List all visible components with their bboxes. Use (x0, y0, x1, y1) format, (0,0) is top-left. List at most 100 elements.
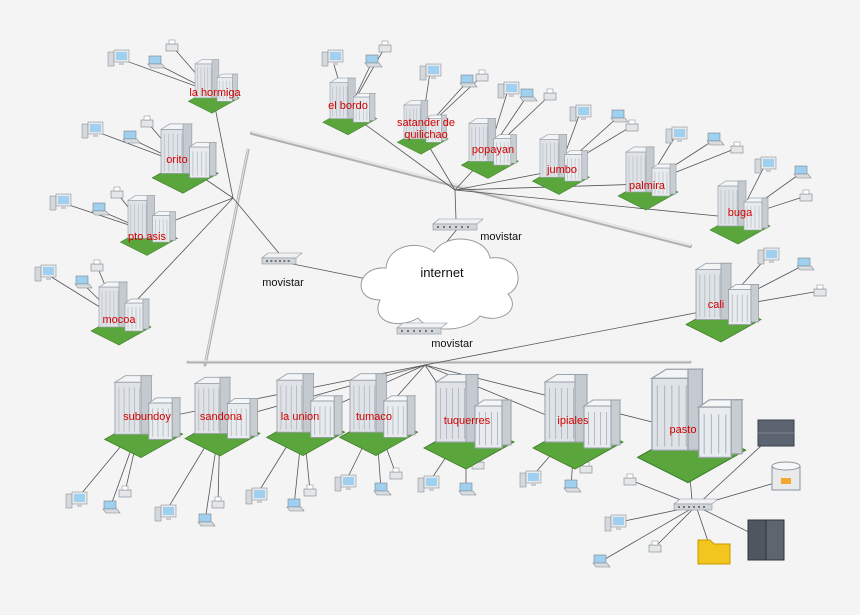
cali-building-icon-annex-side (750, 284, 759, 323)
popayan-computer-icon-screen (506, 84, 517, 92)
node-label-subundoy: subundoy (123, 411, 171, 423)
la-hormiga-printer-icon-paper (168, 39, 176, 45)
pasto-dc-phone-icon (623, 473, 637, 486)
ipiales-computer-icon-screen (528, 473, 539, 481)
jumbo-computer-icon-case (569, 106, 577, 122)
sandona-printer-icon (211, 496, 225, 509)
node-label-tuquerres: tuquerres (443, 415, 491, 427)
popayan-laptop-icon-screen (520, 88, 534, 98)
popayan-printer-icon-body (543, 92, 557, 101)
movistar-switch-south-port (419, 330, 421, 332)
node-label-cali: cali (707, 299, 725, 311)
satander-printer-icon (475, 69, 489, 82)
mocoa-printer-icon-paper (93, 259, 101, 265)
mocoa-computer-icon (34, 264, 57, 282)
la-union-printer-icon-paper (306, 484, 314, 490)
sandona-printer-icon-paper (214, 496, 222, 502)
pto-asis-laptop-icon-screen (92, 202, 106, 212)
tuquerres-building-icon-annex-side (501, 399, 512, 446)
cali-computer-icon-case (757, 249, 765, 265)
movistar-switch-west-port (283, 260, 286, 262)
cali-laptop-icon-screen (797, 257, 811, 267)
mocoa-printer-icon (90, 259, 104, 272)
cali-computer-icon-stand (769, 260, 774, 263)
pasto-dc-phone-icon-body (623, 477, 637, 486)
movistar-switch-north-port (461, 226, 463, 228)
ipiales-computer-icon (519, 470, 542, 488)
tumaco-computer-icon-case (334, 476, 342, 492)
el-bordo-computer-icon (321, 49, 344, 67)
satander-building-icon-annex-side (441, 114, 447, 141)
movistar-switch-south-port (413, 330, 415, 332)
el-bordo-computer-icon-case (321, 51, 329, 67)
la-union-computer-icon-screen (254, 490, 265, 498)
jumbo-laptop-icon-screen (611, 109, 625, 119)
popayan-printer-icon-paper (546, 88, 554, 94)
pto-asis-computer-icon (49, 193, 72, 211)
ipiales-laptop-icon-screen (564, 479, 578, 489)
movistar-switch-west-port (279, 260, 281, 262)
node-label-la-hormiga: la hormiga (189, 87, 241, 99)
pasto-dc-printer-icon (648, 540, 662, 553)
sandona-printer-icon-body (211, 500, 225, 509)
tumaco-computer-icon (334, 474, 357, 492)
popayan-building-icon-annex-side (510, 134, 517, 164)
link-cali-to-hub (424, 307, 722, 366)
cali-computer-icon (757, 247, 780, 265)
la-hormiga-building-icon (187, 59, 240, 114)
pasto-dc-printer-icon-paper (651, 540, 659, 546)
pasto-dc-switch-port (693, 506, 695, 508)
node-label-satander: satander de quilichao (396, 117, 456, 141)
cali-building-icon (685, 262, 762, 343)
orito-computer-icon (81, 121, 104, 139)
subundoy-building-icon-annex-side (171, 397, 181, 438)
tuquerres-computer-icon (417, 475, 440, 493)
palmira-computer-icon (665, 126, 688, 144)
node-label-pasto: pasto (669, 424, 697, 436)
cali-printer-icon (813, 284, 827, 297)
la-union-building-icon (265, 373, 346, 457)
subundoy-computer-icon-screen (74, 494, 85, 502)
tuquerres-computer-icon-screen (426, 478, 437, 486)
el-bordo-printer-icon-paper (381, 40, 389, 46)
buga-computer-icon-screen (763, 159, 774, 167)
folder-icon (697, 539, 731, 565)
palmira-laptop-icon-keyboard (706, 140, 725, 146)
tuquerres-laptop-icon (458, 482, 477, 496)
mocoa-building-icon (90, 281, 152, 346)
jumbo-laptop-icon-keyboard (610, 117, 629, 123)
internet-label: internet (420, 265, 464, 280)
node-label-sandona: sandona (199, 411, 243, 423)
mocoa-laptop-icon (74, 275, 93, 289)
palmira-building-icon (617, 146, 679, 211)
buga-printer-icon (799, 189, 813, 202)
orito-laptop-icon (122, 130, 141, 144)
cali-laptop-icon-keyboard (796, 265, 815, 271)
link-pasto-dc-laptop-icon (599, 505, 697, 563)
subundoy-building-icon (103, 375, 184, 459)
palmira-computer-icon-stand (677, 139, 682, 142)
pto-asis-laptop-icon (91, 202, 110, 216)
satander-printer-icon-paper (478, 69, 486, 75)
orito-building-icon (151, 123, 219, 194)
node-label-jumbo: jumbo (547, 164, 577, 176)
tumaco-printer-icon-body (389, 471, 403, 480)
node-label-palmira: palmira (628, 180, 666, 192)
link-buga-to-hub (454, 189, 739, 219)
tumaco-printer-icon-paper (392, 467, 400, 473)
movistar-switch-north (432, 218, 484, 231)
mocoa-computer-icon-case (34, 266, 42, 282)
jumbo-building-icon-annex-side (581, 150, 588, 180)
buga-computer-icon-stand (766, 169, 771, 172)
buga-laptop-icon-screen (794, 165, 808, 175)
pasto-dc-computer-icon-screen (613, 517, 624, 525)
database-icon (771, 461, 801, 491)
popayan-computer-icon (497, 81, 520, 99)
pasto-dc-laptop-icon-screen (593, 554, 607, 564)
la-union-printer-icon (303, 484, 317, 497)
satander-computer-icon-stand (431, 76, 436, 79)
el-bordo-laptop-icon-screen (365, 54, 379, 64)
jumbo-printer-icon (625, 119, 639, 132)
movistar-label-bottom: movistar (431, 338, 473, 350)
la-union-laptop-icon (286, 498, 305, 512)
